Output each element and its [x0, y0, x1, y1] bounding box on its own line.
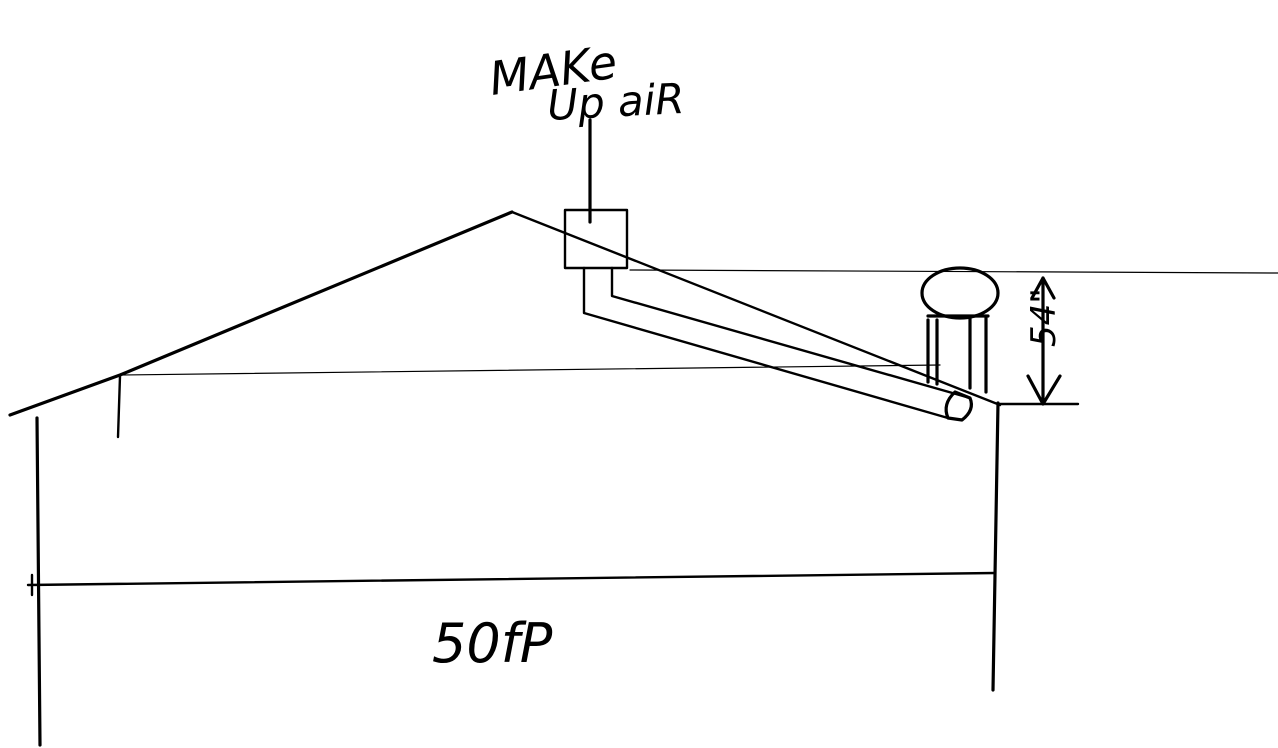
- duct-end-cap: [944, 390, 973, 422]
- building-outline: [8, 210, 1278, 747]
- inner-wall-mark: [116, 374, 122, 439]
- ceiling-line: [119, 364, 941, 376]
- make-up-air-box: [563, 208, 629, 270]
- height-reference-line: [629, 269, 1278, 274]
- dimension-arrow-icon: [1026, 276, 1062, 406]
- make-up-air-label-line2: Up aiR: [546, 74, 686, 130]
- width-dimension: [26, 571, 997, 597]
- rooftop-unit: [920, 266, 1000, 394]
- duct-drop-outer: [582, 266, 950, 420]
- height-dimension: [1026, 276, 1062, 406]
- width-dimension-line: [26, 571, 997, 587]
- roof-curb-icon: [926, 314, 990, 394]
- make-up-air-assembly: [563, 118, 973, 422]
- height-label: 54": [1024, 288, 1064, 347]
- duct-drop-inner: [610, 266, 972, 400]
- left-wall: [35, 416, 42, 747]
- right-roof-slope: [510, 210, 1002, 407]
- rooftop-unit-icon: [920, 266, 1000, 320]
- right-wall: [991, 401, 1000, 692]
- width-label: 50fP: [432, 612, 553, 675]
- left-roof-slope: [8, 210, 514, 417]
